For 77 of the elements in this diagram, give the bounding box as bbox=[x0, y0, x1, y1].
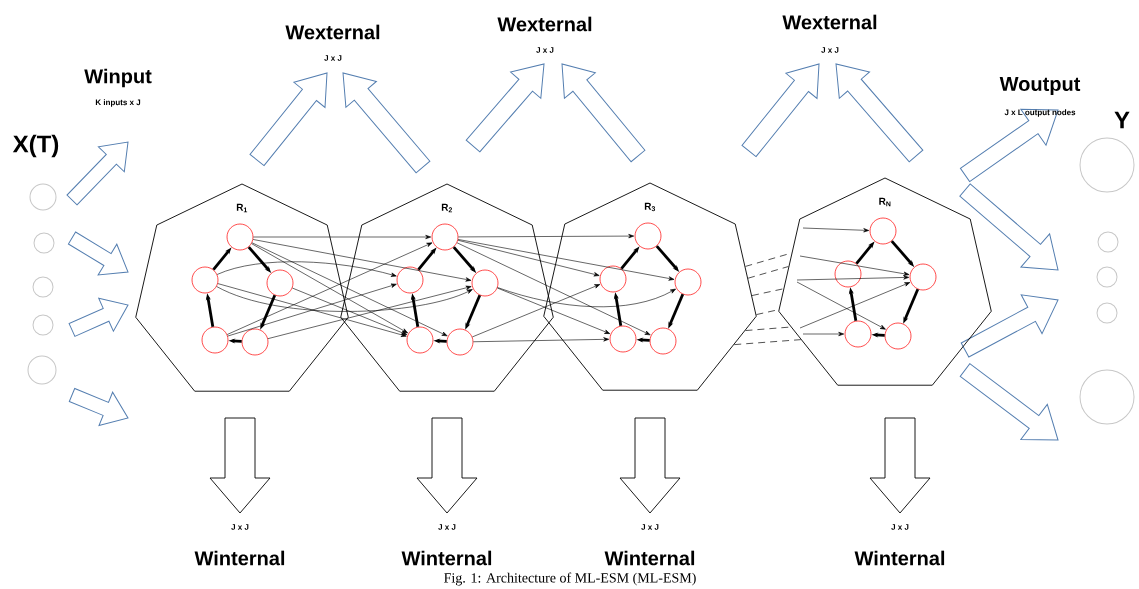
arrow bbox=[456, 242, 651, 336]
dimension-label: J x J bbox=[641, 524, 659, 530]
arrow bbox=[473, 337, 610, 343]
arrow bbox=[457, 239, 600, 277]
neuron-circle bbox=[396, 266, 424, 294]
neuron-circle bbox=[649, 327, 677, 355]
neuron-circle bbox=[884, 322, 912, 350]
arrow bbox=[799, 255, 910, 276]
output-node-circle bbox=[1079, 137, 1135, 193]
weight-label: Winternal bbox=[194, 550, 285, 566]
neuron-circle bbox=[226, 223, 254, 251]
neuron-circle bbox=[406, 326, 434, 354]
arrow bbox=[799, 282, 911, 329]
neuron-circle bbox=[241, 328, 269, 356]
arrow bbox=[457, 239, 675, 281]
input-node-circle bbox=[27, 355, 57, 385]
neuron-circle bbox=[674, 268, 702, 296]
neuron-circle bbox=[844, 320, 872, 348]
arrow bbox=[497, 287, 676, 307]
input-node-circle bbox=[32, 314, 54, 336]
arrow bbox=[267, 285, 472, 339]
output-node-circle bbox=[1097, 231, 1119, 253]
neuron-circle bbox=[431, 223, 459, 251]
dimension-label: J x J bbox=[891, 524, 909, 530]
arrow bbox=[796, 281, 886, 330]
reservoir-heptagon: R$_{3}$ bbox=[543, 182, 757, 391]
reservoir-heptagon: R$_{N}$ bbox=[778, 177, 992, 386]
arrow bbox=[251, 243, 408, 334]
dimension-label: J x J bbox=[324, 55, 342, 61]
neuron-circle bbox=[599, 265, 627, 293]
weight-label: Winternal bbox=[854, 550, 945, 566]
dimension-label: J x J bbox=[821, 47, 839, 53]
arrow bbox=[216, 286, 473, 312]
arrow bbox=[472, 284, 601, 338]
neuron-circle bbox=[869, 217, 897, 245]
neuron-circle bbox=[266, 269, 294, 297]
weight-label: Woutput bbox=[999, 77, 1081, 95]
arrow bbox=[216, 261, 397, 277]
output-node-circle bbox=[1079, 369, 1135, 425]
arrow bbox=[802, 331, 845, 337]
arrow bbox=[796, 275, 910, 281]
neuron-circle bbox=[191, 266, 219, 294]
weight-label: Wexternal bbox=[285, 24, 380, 40]
neuron-circle bbox=[909, 263, 937, 291]
dimension-label: J x L output nodes bbox=[1004, 109, 1076, 117]
dimension-label: K inputs x J bbox=[95, 99, 141, 107]
input-node-circle bbox=[32, 276, 54, 298]
reservoir-heptagon: R$_{2}$ bbox=[340, 183, 554, 392]
weight-label: Wexternal bbox=[782, 14, 877, 30]
dimension-label: J x J bbox=[438, 524, 456, 530]
arrow bbox=[497, 287, 611, 334]
reservoir-heptagon: R$_{1}$ bbox=[135, 183, 349, 392]
dimension-label: J x J bbox=[231, 524, 249, 530]
arrow bbox=[226, 242, 433, 335]
input-node-circle bbox=[29, 183, 57, 211]
weight-label: Winternal bbox=[401, 550, 492, 566]
weight-label: Winput bbox=[84, 68, 152, 88]
output-node-circle bbox=[1096, 302, 1118, 324]
output-node-circle bbox=[1096, 266, 1118, 288]
arrow bbox=[802, 227, 870, 233]
arrow bbox=[252, 239, 472, 282]
neuron-circle bbox=[634, 222, 662, 250]
neuron-circle bbox=[446, 328, 474, 356]
neuron-circle bbox=[609, 325, 637, 353]
input-node-circle bbox=[33, 232, 55, 254]
caption: Fig. 1: Architecture of ML-ESM (ML-ESM) bbox=[444, 572, 696, 586]
neuron-circle bbox=[201, 326, 229, 354]
weight-label: Wexternal bbox=[497, 16, 592, 32]
neuron-circle bbox=[471, 269, 499, 297]
neuron-circle bbox=[834, 260, 862, 288]
dimension-label: J x J bbox=[536, 47, 554, 53]
arrow bbox=[292, 287, 408, 335]
weight-label: Winternal bbox=[604, 550, 695, 566]
arrow bbox=[458, 233, 635, 239]
arrow bbox=[251, 242, 448, 337]
variable-label: X(T) bbox=[12, 134, 59, 158]
arrow bbox=[253, 234, 432, 240]
